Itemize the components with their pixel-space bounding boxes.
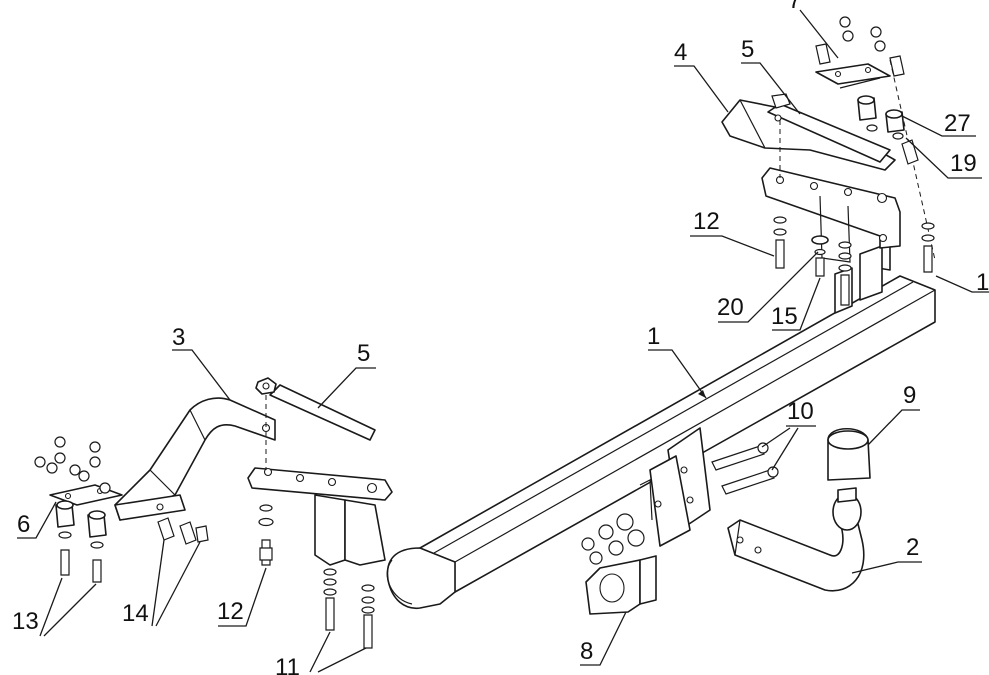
crossbar-tube xyxy=(386,243,936,609)
callout-9: 9 xyxy=(867,382,920,446)
tow-ball xyxy=(832,487,862,531)
callout-11: 11 xyxy=(275,631,367,675)
callout-label-11-right: 1 xyxy=(976,269,989,296)
socket-plate xyxy=(585,555,657,615)
callout-7: 7 xyxy=(788,0,839,59)
callout-label-9: 9 xyxy=(903,382,916,409)
ball-mount-bracket xyxy=(639,427,711,547)
callout-5-rear: 5 xyxy=(741,36,801,115)
callout-19: 19 xyxy=(905,137,982,179)
callout-label-13: 13 xyxy=(12,608,39,635)
callout-label-5-front: 5 xyxy=(357,340,370,367)
callout-label-19: 19 xyxy=(950,150,977,177)
callout-label-14: 14 xyxy=(122,600,149,627)
callout-20: 20 xyxy=(717,251,819,323)
bracket-washers xyxy=(581,513,645,565)
callout-label-2: 2 xyxy=(906,534,919,561)
left-bolt-stack xyxy=(258,504,274,566)
callout-13: 13 xyxy=(12,577,97,637)
left-nut-top xyxy=(255,377,277,470)
callout-label-8: 8 xyxy=(580,638,593,665)
top-right-fastener-group xyxy=(815,16,919,165)
callout-12-rear: 12 xyxy=(690,208,775,257)
callout-27: 27 xyxy=(901,110,976,137)
callout-3: 3 xyxy=(172,324,231,401)
right-mount-plate xyxy=(761,167,901,263)
ball-cover xyxy=(827,428,871,481)
right-strap xyxy=(767,93,891,163)
lower-bolt-stack xyxy=(323,568,375,649)
callout-12-front: 12 xyxy=(217,567,267,627)
callout-label-27: 27 xyxy=(944,110,971,137)
left-strap xyxy=(261,384,376,441)
callout-10: 10 xyxy=(761,398,816,471)
callout-14: 14 xyxy=(122,539,201,627)
callout-label-5-rear: 5 xyxy=(741,36,754,63)
callout-label-10: 10 xyxy=(787,398,814,425)
ball-bolts xyxy=(711,442,779,495)
callout-15: 15 xyxy=(771,277,821,331)
left-fastener-group xyxy=(34,436,209,583)
right-side-arm xyxy=(721,99,896,171)
callout-label-7: 7 xyxy=(788,0,801,14)
left-side-arm xyxy=(114,397,276,521)
callout-label-12-rear: 12 xyxy=(693,208,720,235)
callout-2: 2 xyxy=(851,534,922,574)
callout-8: 8 xyxy=(580,611,627,666)
callout-5-front: 5 xyxy=(317,340,376,409)
callout-label-6: 6 xyxy=(17,511,30,538)
callout-11-right: 1 xyxy=(935,269,989,296)
callout-4: 4 xyxy=(674,39,729,113)
callout-label-3: 3 xyxy=(172,324,185,351)
callout-label-12-front: 12 xyxy=(217,598,244,625)
callout-6: 6 xyxy=(17,501,57,539)
callout-label-4: 4 xyxy=(674,39,687,66)
callout-label-11: 11 xyxy=(275,654,300,675)
left-mount-plate xyxy=(247,467,393,566)
callout-label-20: 20 xyxy=(717,294,744,321)
callout-label-15: 15 xyxy=(771,303,798,330)
callout-label-1: 1 xyxy=(647,323,660,350)
right-bolt-stack xyxy=(773,216,935,306)
callout-1: 1 xyxy=(647,323,707,399)
